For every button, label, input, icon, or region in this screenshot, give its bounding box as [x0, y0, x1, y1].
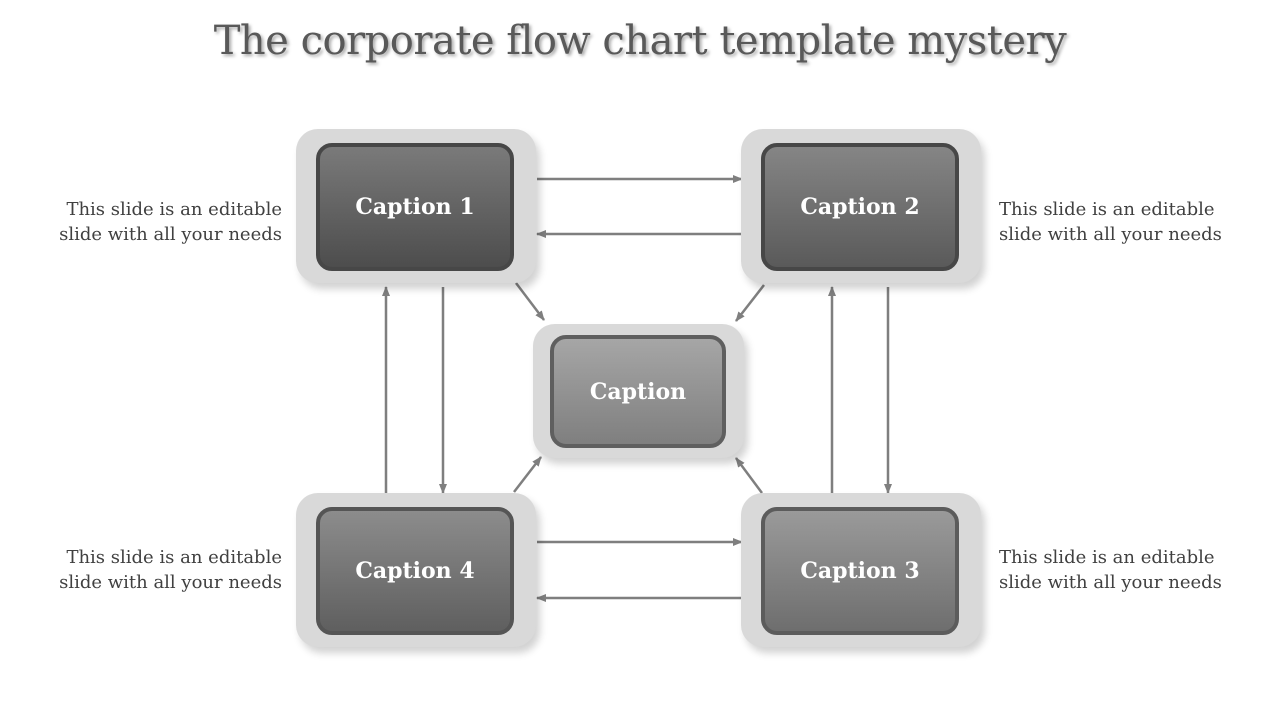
- description-bottom-right: This slide is an editable slide with all…: [999, 547, 1222, 593]
- center-caption-label: Caption: [589, 378, 687, 405]
- caption-4-label: Caption 4: [355, 558, 475, 584]
- caption-1-box[interactable]: Caption 1: [316, 143, 514, 271]
- center-caption-box[interactable]: Caption: [550, 335, 726, 448]
- caption-2-label: Caption 2: [800, 194, 920, 220]
- caption-3-box[interactable]: Caption 3: [761, 507, 959, 635]
- slide-title: The corporate flow chart template myster…: [213, 18, 1067, 64]
- description-top-left: This slide is an editable slide with all…: [59, 199, 282, 245]
- description-top-right: This slide is an editable slide with all…: [999, 199, 1222, 245]
- arrow-c2-to-center: [735, 284, 765, 322]
- caption-4-box[interactable]: Caption 4: [316, 507, 514, 635]
- caption-3-label: Caption 3: [800, 558, 920, 584]
- description-bottom-left: This slide is an editable slide with all…: [59, 547, 282, 593]
- arrow-c3-to-center: [734, 457, 764, 494]
- caption-1-label: Caption 1: [355, 194, 475, 220]
- arrow-c1-to-center: [515, 282, 545, 321]
- arrow-c4-to-center: [513, 456, 542, 493]
- caption-2-box[interactable]: Caption 2: [761, 143, 959, 271]
